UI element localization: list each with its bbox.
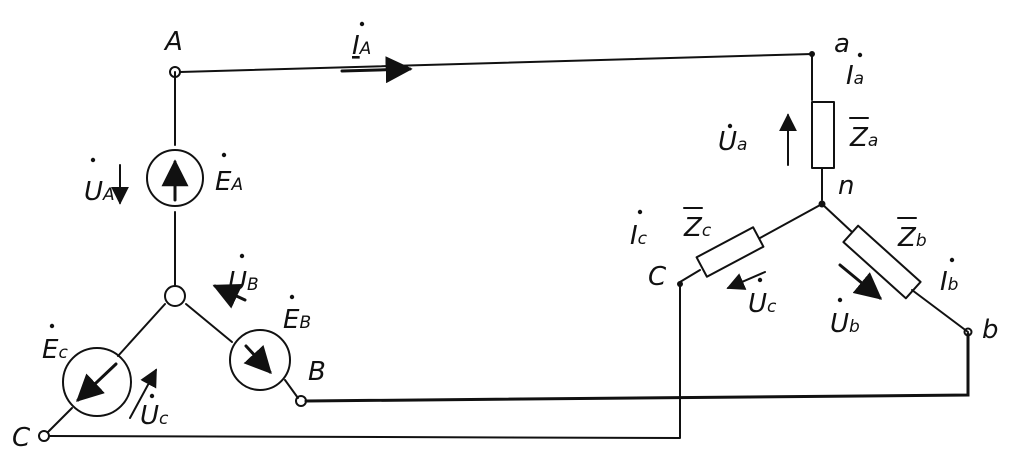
label-eb: EB (283, 294, 311, 335)
label-node-b: B (308, 357, 326, 387)
svg-text:Ub: Ub (830, 309, 860, 339)
voltage-ub-arrow (212, 284, 247, 309)
label-za: Za (849, 117, 878, 153)
svg-text:Ib: Ib (940, 267, 958, 297)
load-wiring (679, 167, 969, 333)
label-ub-load: Ub (830, 297, 860, 339)
impedance-za (811, 101, 835, 169)
svg-text:EA: EA (215, 167, 243, 197)
voltage-uc-arrow (129, 368, 157, 419)
label-node-b-load: b (982, 315, 999, 345)
impedance-zb (842, 224, 922, 300)
svg-text:Za: Za (849, 123, 878, 153)
svg-text:UB: UB (228, 267, 259, 297)
svg-text:Ec: Ec (42, 335, 68, 365)
label-ub: UB (228, 253, 259, 297)
svg-text:Ua: Ua (718, 127, 747, 157)
label-node-a: A (163, 27, 183, 57)
generator-wiring (47, 71, 299, 433)
svg-text:Zb: Zb (897, 223, 927, 253)
source-ec (62, 347, 132, 417)
label-ua-load: Ua (718, 123, 747, 157)
label-ec: Ec (42, 323, 68, 365)
label-uc: Uc (140, 393, 169, 431)
terminal-c-gen (38, 430, 50, 442)
label-ib-load: Ib (940, 257, 958, 297)
label-ia-load: Ia (846, 52, 864, 91)
svg-text:EB: EB (283, 305, 311, 335)
line-wires (49, 53, 970, 439)
label-uc-load: Uc (748, 277, 777, 319)
label-node-a-load: a (834, 29, 850, 59)
voltage-uc-load-arrow (726, 271, 766, 290)
svg-text:Uc: Uc (140, 401, 169, 431)
label-ic-load: Ic (630, 209, 648, 251)
source-ea (146, 149, 204, 207)
label-zb: Zb (897, 217, 927, 253)
svg-text:Ia: Ia (846, 61, 864, 91)
label-ia: IA (352, 21, 371, 61)
label-zc: Zc (683, 207, 712, 243)
svg-text:Ic: Ic (630, 221, 648, 251)
svg-text:Uc: Uc (748, 289, 777, 319)
generator-neutral-node (164, 285, 186, 307)
voltage-ub-load-arrow (838, 263, 883, 300)
svg-text:UA: UA (84, 177, 115, 207)
svg-text:IA: IA (352, 31, 371, 61)
svg-text:Zc: Zc (683, 213, 712, 243)
label-ua: UA (84, 157, 115, 207)
load-neutral-node (818, 200, 826, 208)
source-eb (229, 329, 291, 391)
terminal-a-load (809, 51, 815, 57)
label-node-c: C (12, 423, 31, 453)
terminal-b-load (963, 327, 973, 337)
impedance-zc (695, 226, 765, 278)
label-ea: EA (215, 152, 243, 197)
terminal-c-load (677, 281, 683, 287)
label-node-n: n (838, 171, 854, 201)
current-ia-arrow (340, 56, 413, 84)
label-node-c-load: C (648, 262, 667, 292)
